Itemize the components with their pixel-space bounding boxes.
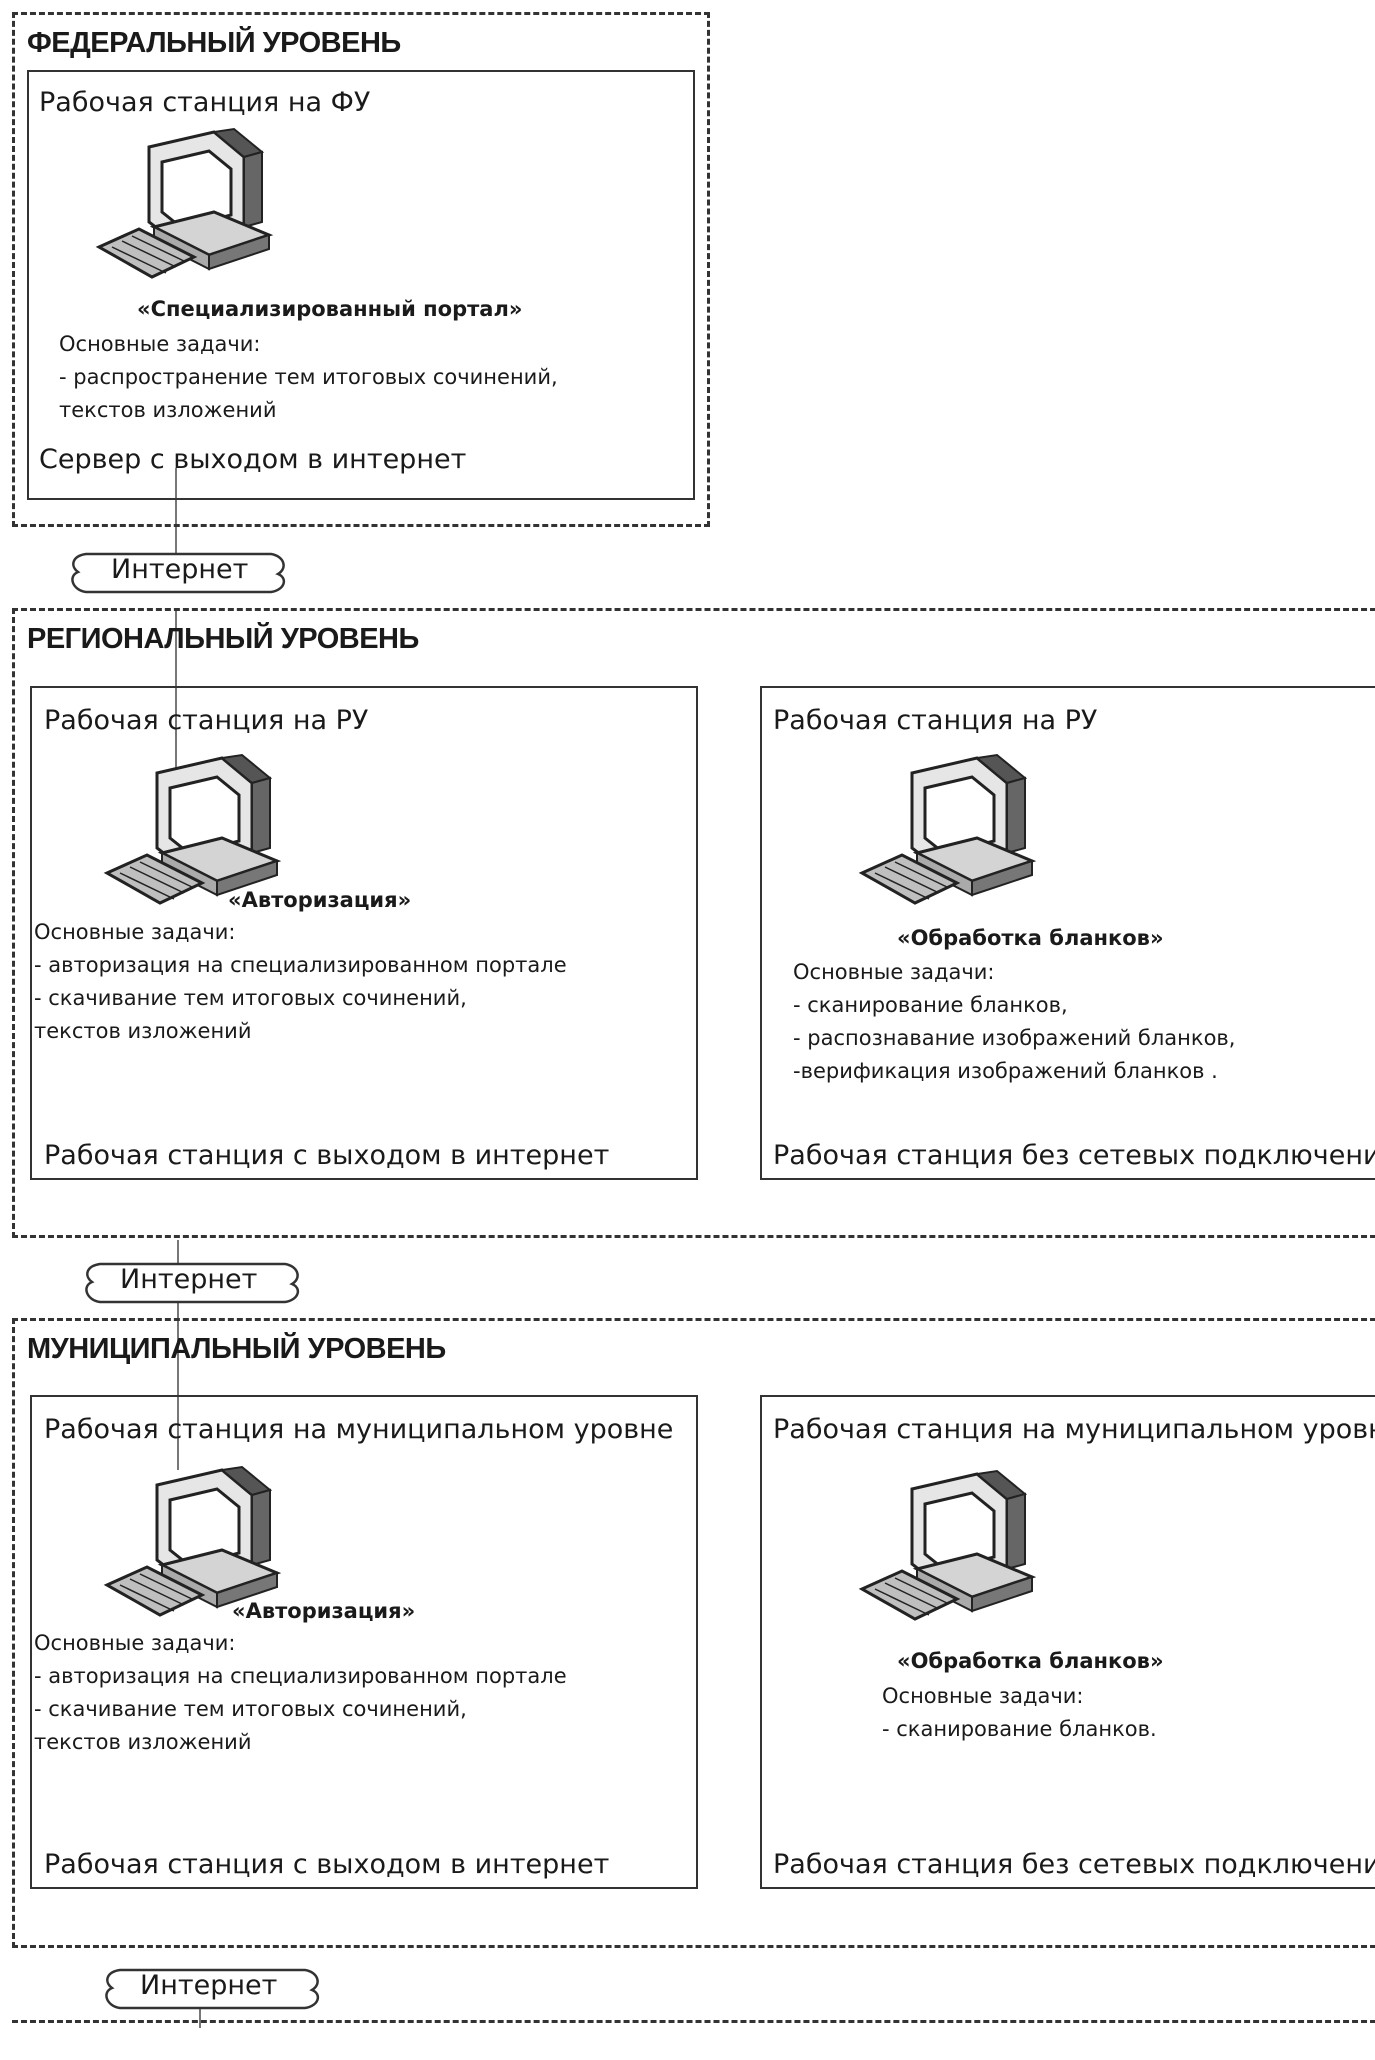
desktop-computer-icon <box>102 753 292 918</box>
federal-station-title: Рабочая станция на ФУ <box>39 87 371 118</box>
municipal-left-task-3: текстов изложений <box>34 1730 252 1754</box>
municipal-right-role: «Обработка бланков» <box>897 1649 1164 1673</box>
cloud-icon <box>66 548 291 603</box>
federal-station-box: Рабочая станция на ФУ «Специализированны… <box>27 70 695 500</box>
desktop-computer-icon <box>102 1465 292 1630</box>
federal-task-2: текстов изложений <box>59 398 277 422</box>
municipal-left-task-2: - скачивание тем итоговых сочинений, <box>34 1697 467 1721</box>
regional-left-station-box: Рабочая станция на РУ «Авторизация» Осно… <box>30 686 698 1180</box>
desktop-computer-icon <box>857 1469 1047 1634</box>
internet-label-3: Интернет <box>140 1970 278 2001</box>
municipal-level-zone: МУНИЦИПАЛЬНЫЙ УРОВЕНЬ <box>12 1318 1375 1948</box>
regional-level-title: РЕГИОНАЛЬНЫЙ УРОВЕНЬ <box>27 623 419 655</box>
municipal-right-task-1: - сканирование бланков. <box>882 1717 1157 1741</box>
regional-right-station-box: Рабочая станция на РУ «Обработка бланков… <box>760 686 1375 1180</box>
federal-tasks-heading: Основные задачи: <box>59 332 261 356</box>
regional-level-zone: РЕГИОНАЛЬНЫЙ УРОВЕНЬ <box>12 608 1375 1238</box>
municipal-right-tasks-heading: Основные задачи: <box>882 1684 1084 1708</box>
next-level-zone-edge <box>12 2020 1375 2060</box>
cloud-icon <box>80 1258 305 1313</box>
cloud-icon <box>100 1964 325 2019</box>
internet-label-1: Интернет <box>111 554 249 585</box>
municipal-left-footer: Рабочая станция с выходом в интернет <box>44 1849 610 1880</box>
regional-left-tasks-heading: Основные задачи: <box>34 920 236 944</box>
internet-label-2: Интернет <box>120 1264 258 1295</box>
municipal-right-footer: Рабочая станция без сетевых подключений <box>773 1849 1375 1880</box>
regional-right-task-2: - распознавание изображений бланков, <box>793 1026 1236 1050</box>
regional-right-role: «Обработка бланков» <box>897 926 1164 950</box>
regional-left-role: «Авторизация» <box>228 888 412 912</box>
municipal-left-role: «Авторизация» <box>232 1599 416 1623</box>
regional-right-task-3: -верификация изображений бланков . <box>793 1059 1218 1083</box>
regional-left-task-3: текстов изложений <box>34 1019 252 1043</box>
regional-right-station-title: Рабочая станция на РУ <box>773 705 1098 736</box>
regional-left-task-1: - авторизация на специализированном порт… <box>34 953 567 977</box>
federal-level-zone: ФЕДЕРАЛЬНЫЙ УРОВЕНЬ <box>12 12 710 527</box>
federal-station-role: «Специализированный портал» <box>137 297 523 321</box>
municipal-left-station-title: Рабочая станция на муниципальном уровне <box>44 1414 674 1445</box>
federal-level-title: ФЕДЕРАЛЬНЫЙ УРОВЕНЬ <box>27 27 401 59</box>
municipal-right-station-box: Рабочая станция на муниципальном уровне … <box>760 1395 1375 1889</box>
municipal-left-tasks-heading: Основные задачи: <box>34 1631 236 1655</box>
municipal-left-task-1: - авторизация на специализированном порт… <box>34 1664 567 1688</box>
desktop-computer-icon <box>94 127 284 292</box>
regional-left-footer: Рабочая станция с выходом в интернет <box>44 1140 610 1171</box>
municipal-left-station-box: Рабочая станция на муниципальном уровне … <box>30 1395 698 1889</box>
regional-left-station-title: Рабочая станция на РУ <box>44 705 369 736</box>
municipal-right-station-title: Рабочая станция на муниципальном уровне <box>773 1414 1375 1445</box>
desktop-computer-icon <box>857 753 1047 918</box>
regional-right-tasks-heading: Основные задачи: <box>793 960 995 984</box>
municipal-level-title: МУНИЦИПАЛЬНЫЙ УРОВЕНЬ <box>27 1333 446 1365</box>
regional-right-footer: Рабочая станция без сетевых подключений <box>773 1140 1375 1171</box>
regional-left-task-2: - скачивание тем итоговых сочинений, <box>34 986 467 1010</box>
federal-task-1: - распространение тем итоговых сочинений… <box>59 365 558 389</box>
regional-right-task-1: - сканирование бланков, <box>793 993 1068 1017</box>
federal-station-footer: Сервер с выходом в интернет <box>39 444 467 475</box>
